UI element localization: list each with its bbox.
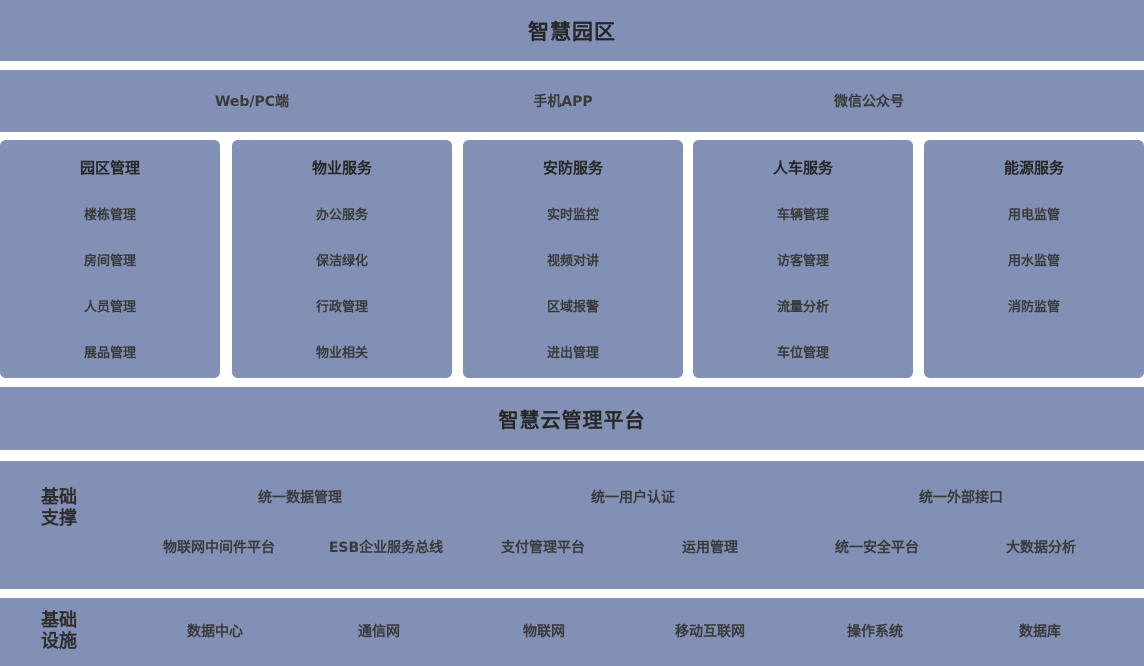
service-card-item[interactable]: 房间管理 xyxy=(83,254,136,269)
service-card-title: 园区管理 xyxy=(79,159,140,177)
service-card-item[interactable]: 区域报警 xyxy=(546,300,599,315)
platform-title: 智慧云管理平台 xyxy=(498,408,646,432)
infrastructure-item[interactable]: 物联网 xyxy=(523,624,565,640)
foundation-support-label-line1: 基础 xyxy=(41,487,77,508)
service-card-title: 人车服务 xyxy=(772,159,833,177)
foundation-support-band xyxy=(0,461,1144,589)
service-card-title: 物业服务 xyxy=(311,159,372,177)
channel-item[interactable]: 微信公众号 xyxy=(834,94,904,110)
support-item[interactable]: 支付管理平台 xyxy=(501,540,585,556)
service-card[interactable]: 人车服务车辆管理访客管理流量分析车位管理 xyxy=(693,140,913,378)
infrastructure-label-line1: 基础 xyxy=(41,610,77,631)
service-card-title: 能源服务 xyxy=(1003,159,1064,177)
service-card-item[interactable]: 用水监管 xyxy=(1007,254,1060,269)
access-channels-band xyxy=(0,70,1144,132)
service-card-item[interactable]: 人员管理 xyxy=(83,300,136,315)
service-card-item[interactable]: 实时监控 xyxy=(546,208,599,223)
channel-item[interactable]: Web/PC端 xyxy=(214,94,290,110)
support-item[interactable]: 运用管理 xyxy=(682,540,738,556)
service-card[interactable]: 安防服务实时监控视频对讲区域报警进出管理 xyxy=(463,140,683,378)
service-card[interactable]: 能源服务用电监管用水监管消防监管 xyxy=(924,140,1144,378)
top-title-band: 智慧园区 xyxy=(0,0,1144,61)
support-item[interactable]: 统一外部接口 xyxy=(919,490,1003,506)
service-card-item[interactable]: 行政管理 xyxy=(315,300,368,315)
service-card-item[interactable]: 办公服务 xyxy=(315,208,368,223)
service-card-item[interactable]: 视频对讲 xyxy=(546,254,599,269)
page-title: 智慧园区 xyxy=(528,20,616,44)
service-card-item[interactable]: 进出管理 xyxy=(546,346,599,361)
support-item[interactable]: 统一安全平台 xyxy=(835,540,919,556)
service-cards-row: 园区管理楼栋管理房间管理人员管理展品管理物业服务办公服务保洁绿化行政管理物业相关… xyxy=(0,140,1144,378)
cloud-platform-band: 智慧云管理平台 xyxy=(0,387,1144,450)
service-card-item[interactable]: 用电监管 xyxy=(1007,208,1060,223)
infrastructure-item[interactable]: 移动互联网 xyxy=(675,624,745,640)
support-item[interactable]: ESB企业服务总线 xyxy=(328,540,444,556)
infrastructure-band xyxy=(0,598,1144,666)
infrastructure-label-line2: 设施 xyxy=(41,631,77,652)
service-card-item[interactable]: 车位管理 xyxy=(776,346,829,361)
infrastructure-item[interactable]: 数据库 xyxy=(1019,624,1061,640)
foundation-support-label: 基础 支撑 xyxy=(28,487,90,529)
service-card-item[interactable]: 车辆管理 xyxy=(776,208,829,223)
support-item[interactable]: 统一数据管理 xyxy=(258,490,342,506)
support-item[interactable]: 物联网中间件平台 xyxy=(163,540,275,556)
support-item[interactable]: 统一用户认证 xyxy=(591,490,675,506)
service-card-item[interactable]: 保洁绿化 xyxy=(315,254,368,269)
service-card-item[interactable]: 访客管理 xyxy=(776,254,829,269)
foundation-support-label-line2: 支撑 xyxy=(41,508,77,529)
service-card-item[interactable]: 物业相关 xyxy=(315,346,368,361)
channel-item[interactable]: 手机APP xyxy=(533,94,593,110)
infrastructure-item[interactable]: 操作系统 xyxy=(847,624,903,640)
infrastructure-label: 基础 设施 xyxy=(28,610,90,652)
service-card-title: 安防服务 xyxy=(542,159,603,177)
service-card[interactable]: 园区管理楼栋管理房间管理人员管理展品管理 xyxy=(0,140,220,378)
infrastructure-item[interactable]: 通信网 xyxy=(358,624,400,640)
infrastructure-item[interactable]: 数据中心 xyxy=(187,624,243,640)
service-card-item[interactable]: 展品管理 xyxy=(83,346,136,361)
service-card-item[interactable]: 楼栋管理 xyxy=(83,208,136,223)
service-card-item[interactable]: 消防监管 xyxy=(1007,300,1060,315)
support-item[interactable]: 大数据分析 xyxy=(1006,540,1076,556)
service-card[interactable]: 物业服务办公服务保洁绿化行政管理物业相关 xyxy=(232,140,452,378)
service-card-item[interactable]: 流量分析 xyxy=(776,300,829,315)
